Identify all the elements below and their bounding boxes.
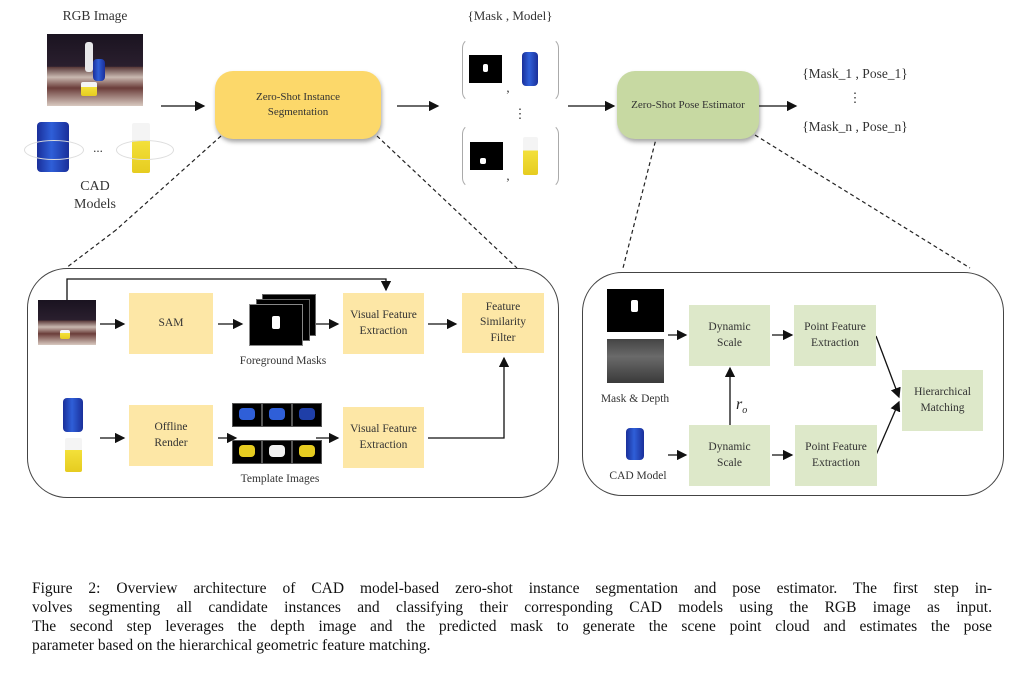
box-label: Extraction: [359, 438, 408, 451]
mask-model-label: {Mask , Model}: [467, 8, 553, 23]
output-last: {Mask_n , Pose_n}: [802, 119, 908, 134]
caption-line: volves segmenting all candidate instance…: [32, 599, 992, 616]
cad-label-line: Models: [74, 197, 116, 212]
cad-label-line: CAD: [80, 179, 110, 194]
box-label: Dynamic: [708, 320, 751, 333]
pair-can-icon: [522, 52, 538, 86]
box-label: Extraction: [811, 336, 859, 349]
box-label: Offline: [154, 420, 188, 433]
pair-bracket-1: [462, 38, 559, 102]
models-ellipsis: ...: [93, 140, 103, 155]
box-label: Matching: [920, 401, 965, 414]
pair-comma: ,: [506, 168, 510, 183]
module-label: Zero-Shot Instance: [256, 91, 340, 104]
cad-carton-small: [65, 438, 82, 472]
pair-comma: ,: [506, 80, 510, 95]
rgb-image-label: RGB Image: [62, 8, 128, 23]
box-label: Visual Feature: [350, 422, 417, 435]
sam-box[interactable]: SAM: [129, 293, 213, 354]
arrow-rgb-skip: [66, 278, 392, 304]
template-images-label: Template Images: [240, 473, 320, 485]
axis-ring-icon: [116, 140, 174, 160]
mask-thumbnail-1: [469, 55, 502, 83]
zoom-line-pose-right: [754, 134, 971, 269]
rgb-scene-image: [47, 34, 143, 106]
cad-model-label: CAD Model: [609, 470, 667, 482]
foreground-mask-image: [249, 304, 303, 346]
pairs-vertical-ellipsis: ⋮: [513, 106, 527, 121]
caption-line: parameter based on the hierarchical geom…: [32, 637, 431, 654]
foreground-masks-label: Foreground Masks: [239, 355, 327, 367]
caption-line: Figure 2: Overview architecture of CAD m…: [32, 580, 992, 597]
zoom-line-pose-left: [622, 134, 658, 269]
mask-thumbnail-2: [470, 142, 503, 170]
mask-depth-label: Mask & Depth: [600, 393, 670, 405]
ro-base: r: [736, 396, 743, 413]
ro-symbol: ro: [736, 396, 747, 416]
output-ellipsis: ⋮: [848, 90, 862, 105]
ro-subscript: o: [742, 405, 748, 417]
box-label: Similarity: [480, 316, 526, 329]
box-label: Point Feature: [805, 440, 867, 453]
box-label: Point Feature: [804, 320, 866, 333]
zero-shot-pose-estimator-module[interactable]: Zero-Shot Pose Estimator: [617, 71, 759, 139]
depth-image: [607, 339, 664, 383]
pair-carton-icon: [523, 137, 538, 175]
segmentation-detail-panel: [27, 268, 559, 498]
box-label: Extraction: [359, 324, 408, 337]
mask-image: [607, 289, 664, 332]
pair-bracket-2: [462, 124, 559, 188]
zoom-line-seg-left: [115, 135, 222, 231]
box-label: Scale: [717, 456, 742, 469]
cad-can-small: [63, 398, 83, 432]
axis-ring-icon: [24, 140, 84, 160]
cad-models-label: CAD Models: [70, 178, 120, 214]
figure-caption: Figure 2: Overview architecture of CAD m…: [32, 579, 992, 655]
box-label: Scale: [717, 336, 742, 349]
box-label: Filter: [490, 331, 516, 344]
module-label: Segmentation: [267, 106, 329, 118]
caption-line: The second step leverages the depth imag…: [32, 618, 992, 635]
box-label: Hierarchical: [914, 385, 971, 398]
box-label: Dynamic: [708, 440, 751, 453]
box-label: Feature: [485, 300, 521, 313]
box-label: SAM: [158, 316, 184, 329]
box-label: Extraction: [812, 456, 860, 469]
pose-detail-panel: [582, 272, 1004, 496]
module-label: Zero-Shot Pose Estimator: [631, 98, 745, 111]
cad-model-can-icon: [626, 428, 644, 460]
box-label: Render: [154, 436, 188, 449]
box-label: Visual Feature: [350, 308, 417, 321]
output-first: {Mask_1 , Pose_1}: [802, 66, 908, 81]
arrow-to-similarity: [428, 356, 510, 439]
rgb-input-thumbnail: [38, 300, 96, 345]
